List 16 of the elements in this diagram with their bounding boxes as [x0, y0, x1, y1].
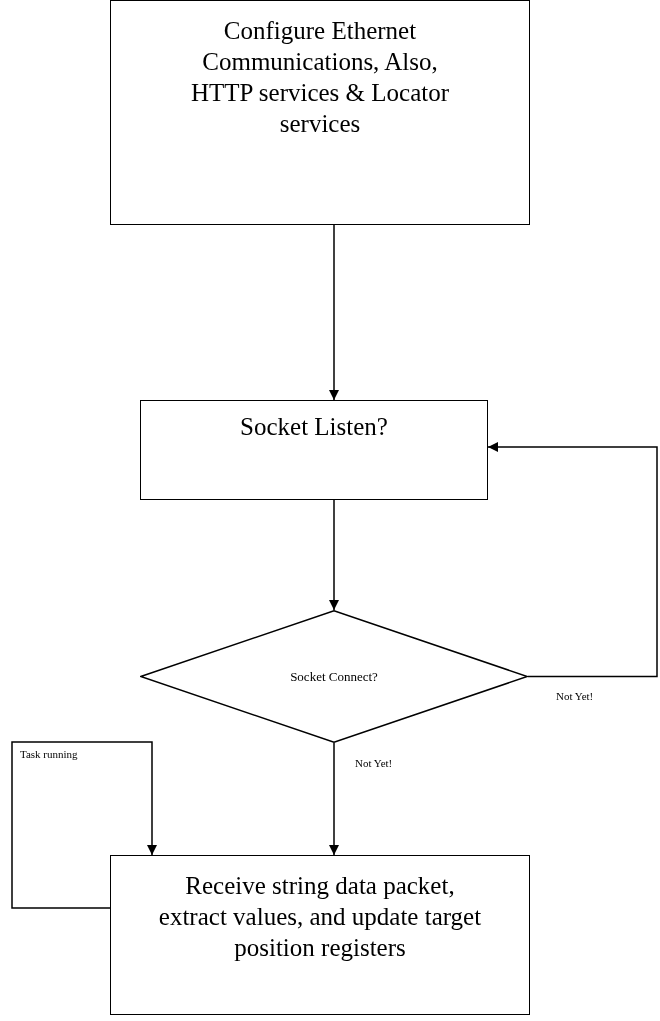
- arrow: [329, 224, 339, 401]
- process-box: [110, 855, 530, 1015]
- edge-label: Not Yet!: [355, 757, 393, 770]
- node-label: Socket Listen?: [239, 412, 389, 442]
- node-label: Configure Ethernet Communications, Also, HTTP services & Locator services: [190, 16, 450, 139]
- decision-diamond: [140, 610, 528, 743]
- process-box: [110, 0, 530, 225]
- process-box: [140, 400, 488, 500]
- arrow: [329, 742, 339, 856]
- arrow: [329, 499, 339, 611]
- node-label: Receive string data packet, extract values, and update target position registers: [157, 871, 483, 963]
- arrow: [487, 442, 658, 678]
- node-label: Socket Connect?: [290, 668, 378, 685]
- edge-label: Task running: [20, 748, 78, 761]
- arrow: [11, 741, 157, 909]
- edge-label: Not Yet!: [556, 690, 594, 703]
